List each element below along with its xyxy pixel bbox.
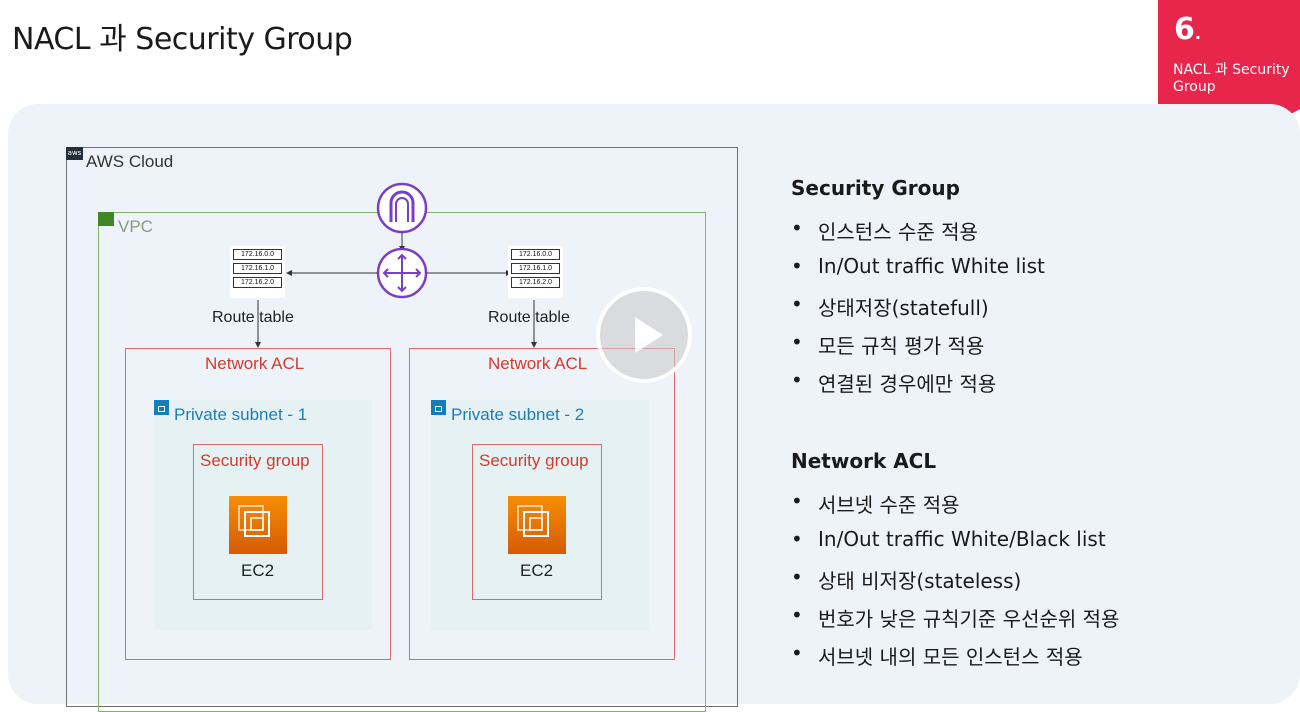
ec2-label: EC2 bbox=[520, 561, 554, 580]
router-icon bbox=[376, 247, 428, 299]
ec2-instance-icon bbox=[508, 496, 566, 554]
route-table-label: Route table bbox=[212, 309, 294, 326]
route-table-icon: 172.16.0.0 172.16.1.0 172.16.2.0 bbox=[230, 246, 285, 298]
diagram-connectors bbox=[255, 182, 537, 348]
route-entry: 172.16.2.0 bbox=[233, 277, 282, 288]
internet-gateway-icon bbox=[376, 182, 428, 234]
list-item: 상태저장(statefull) bbox=[791, 292, 1045, 330]
route-entry: 172.16.2.0 bbox=[511, 277, 560, 288]
network-acl-label: Network ACL bbox=[488, 354, 588, 373]
list-item: 연결된 경우에만 적용 bbox=[791, 368, 1045, 406]
ec2-instance-icon bbox=[229, 496, 287, 554]
security-group-boundary bbox=[193, 444, 323, 600]
aws-cloud-label: AWS Cloud bbox=[86, 152, 174, 171]
route-entry: 172.16.1.0 bbox=[233, 263, 282, 274]
lock-icon bbox=[154, 400, 169, 415]
security-group-label: Security group bbox=[479, 451, 589, 470]
subnet-label: Private subnet - 2 bbox=[451, 405, 585, 424]
aws-logo-icon: aws bbox=[66, 147, 83, 160]
security-group-list: 인스턴스 수준 적용 In/Out traffic White list 상태저… bbox=[791, 216, 1045, 406]
network-acl-label: Network ACL bbox=[205, 354, 305, 373]
lock-icon bbox=[431, 400, 446, 415]
security-group-label: Security group bbox=[200, 451, 310, 470]
route-entry: 172.16.1.0 bbox=[511, 263, 560, 274]
vpc-cloud-icon bbox=[98, 212, 114, 226]
list-item: In/Out traffic White/Black list bbox=[791, 527, 1119, 565]
network-acl-list: 서브넷 수준 적용 In/Out traffic White/Black lis… bbox=[791, 489, 1119, 679]
security-group-heading: Security Group bbox=[791, 176, 960, 200]
network-acl-boundary bbox=[409, 348, 675, 660]
subnet-label: Private subnet - 1 bbox=[174, 405, 308, 424]
network-acl-boundary bbox=[125, 348, 391, 660]
route-entry: 172.16.0.0 bbox=[511, 249, 560, 260]
list-item: 인스턴스 수준 적용 bbox=[791, 216, 1045, 254]
route-table-label: Route table bbox=[488, 309, 570, 326]
list-item: 서브넷 내의 모든 인스턴스 적용 bbox=[791, 641, 1119, 679]
vpc-label: VPC bbox=[118, 217, 153, 236]
section-title: NACL 과 Security Group bbox=[1173, 62, 1290, 95]
list-item: 서브넷 수준 적용 bbox=[791, 489, 1119, 527]
video-play-button[interactable] bbox=[596, 287, 692, 383]
list-item: In/Out traffic White list bbox=[791, 254, 1045, 292]
route-entry: 172.16.0.0 bbox=[233, 249, 282, 260]
security-group-boundary bbox=[472, 444, 602, 600]
ec2-label: EC2 bbox=[241, 561, 275, 580]
route-table-icon: 172.16.0.0 172.16.1.0 172.16.2.0 bbox=[508, 246, 563, 298]
section-number: 6. bbox=[1174, 12, 1201, 47]
network-acl-heading: Network ACL bbox=[791, 449, 937, 473]
list-item: 번호가 낮은 규칙기준 우선순위 적용 bbox=[791, 603, 1119, 641]
list-item: 모든 규칙 평가 적용 bbox=[791, 330, 1045, 368]
list-item: 상태 비저장(stateless) bbox=[791, 565, 1119, 603]
page-title: NACL 과 Security Group bbox=[12, 22, 353, 57]
